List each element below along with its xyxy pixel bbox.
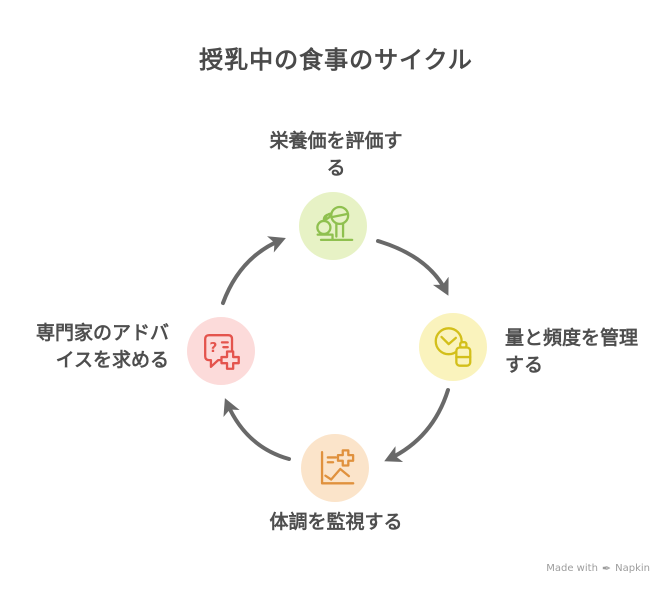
arrow-manage-to-monitor (384, 388, 450, 463)
arrow-advice-to-evaluate (221, 236, 286, 305)
svg-text:?: ? (210, 341, 218, 356)
health-chart-cross-icon (320, 449, 355, 485)
watermark: Made with ✒ Napkin (546, 561, 650, 575)
chat-bubble-medical-cross-icon: ? (204, 334, 240, 370)
node-circle-manage (419, 313, 487, 381)
watermark-made-with-text: Made with (546, 562, 598, 574)
node-label-monitor: 体調を監視する (269, 511, 403, 533)
node-label-manage: 量と頻度を管理 する (505, 327, 639, 376)
watermark-brand-text: Napkin (615, 562, 650, 574)
node-circle-advice: ? (187, 317, 255, 385)
kitchen-scale-apple-icon (316, 205, 354, 242)
pen-nib-icon: ✒ (601, 561, 612, 575)
clock-baby-bottle-icon (434, 327, 472, 367)
node-circle-evaluate (299, 192, 367, 260)
node-label-advice: 専門家のアドバ イスを求める (35, 322, 169, 371)
arrow-evaluate-to-manage (376, 239, 449, 296)
arrow-monitor-to-advice (223, 398, 291, 461)
page-title: 授乳中の食事のサイクル (199, 46, 473, 74)
node-circle-monitor (301, 434, 369, 502)
node-label-evaluate: 栄養価を評価す る (269, 130, 403, 179)
